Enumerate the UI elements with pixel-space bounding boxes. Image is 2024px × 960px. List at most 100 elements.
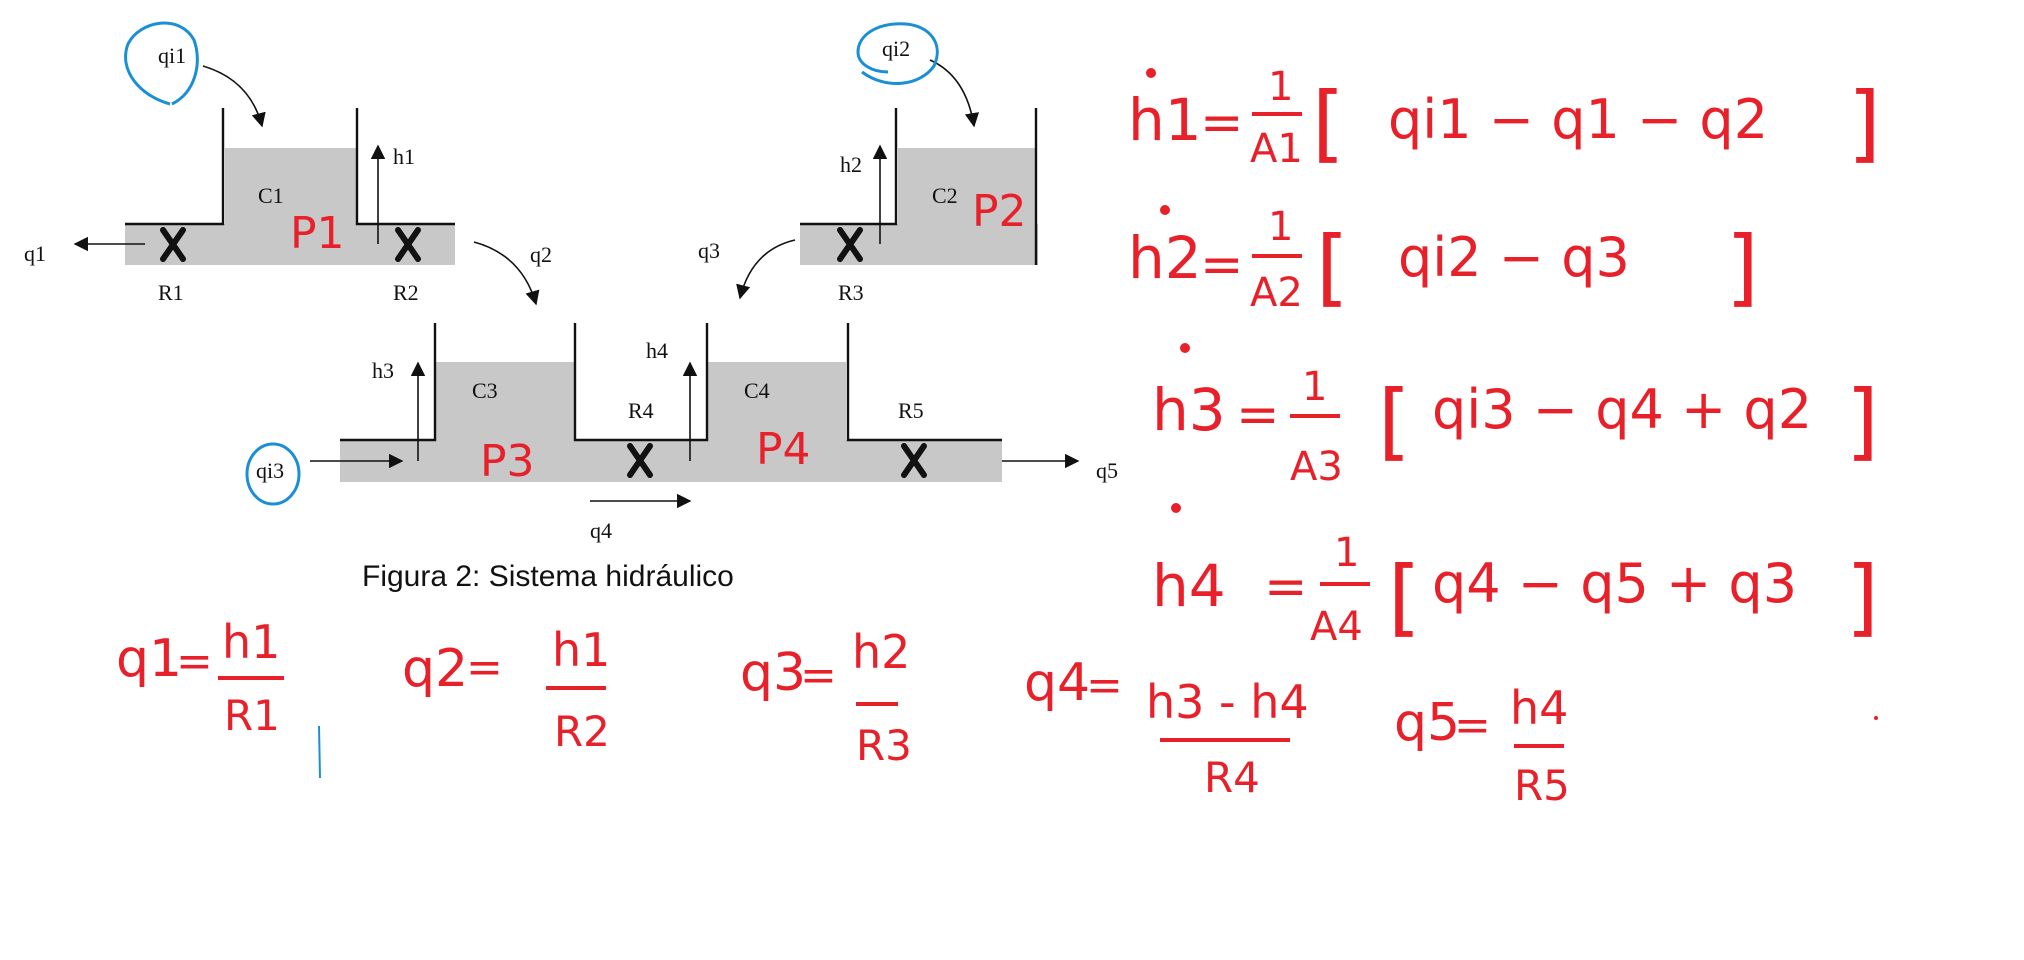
- eq4-den: A4: [1310, 604, 1363, 650]
- valve-r4: [627, 443, 653, 478]
- equation-4: h4 = 1 A4 [ q4 − q5 + q3 ]: [1152, 503, 1879, 650]
- arrow-q2: [473, 241, 540, 306]
- svg-text:=: =: [1200, 235, 1244, 295]
- equation-2: h2 = 1 A2 [ qi2 − q3 ]: [1128, 204, 1759, 316]
- tank-walls: [125, 108, 1038, 442]
- svg-text:=: =: [1264, 557, 1308, 617]
- label-h4: h4: [646, 338, 668, 363]
- tank-c4-water: [708, 362, 846, 442]
- stray-blue-mark: [318, 725, 321, 779]
- eq3-num: 1: [1302, 364, 1327, 410]
- svg-text:=: =: [176, 636, 213, 687]
- pressure-marks: P1 P2 P3 P4: [290, 186, 1027, 487]
- valve-r2: [395, 227, 421, 262]
- stray-dot: [1874, 716, 1878, 720]
- eq1-den: A1: [1250, 126, 1303, 172]
- label-qi1: qi1: [158, 43, 186, 68]
- svg-text:h4: h4: [1510, 681, 1568, 735]
- printed-labels: qi1 qi2 qi3 q1 q2 q3 q4 q5 C1 C2 C3 C4 h…: [24, 36, 1118, 543]
- water-fills: [125, 148, 1038, 482]
- label-q5: q5: [1096, 458, 1118, 483]
- eq2-den: A2: [1250, 270, 1303, 316]
- valves: [160, 227, 927, 478]
- valve-r3: [837, 227, 863, 262]
- svg-text:h1: h1: [222, 615, 280, 669]
- eq4-num: 1: [1334, 530, 1359, 576]
- label-h1: h1: [393, 144, 415, 169]
- label-r3: R3: [838, 280, 864, 305]
- svg-text:]: ]: [1846, 548, 1879, 646]
- relation-q3: q3 = h2 R3: [740, 625, 912, 770]
- label-q3: q3: [698, 238, 720, 263]
- svg-text:=: =: [466, 642, 503, 693]
- svg-text:R1: R1: [224, 691, 280, 740]
- arrow-qi2: [929, 59, 980, 128]
- label-r1: R1: [158, 280, 184, 305]
- svg-text:[: [: [1316, 218, 1349, 316]
- label-q2: q2: [530, 242, 552, 267]
- label-h3: h3: [372, 358, 394, 383]
- label-r2: R2: [393, 280, 419, 305]
- label-qi3: qi3: [256, 458, 284, 483]
- eq2-lhs: h2: [1128, 224, 1202, 292]
- flow-relations: q1 = h1 R1 q2 = h1 R2 q3 = h2 R3 q4 = h3…: [116, 615, 1878, 810]
- mark-p2: P2: [972, 186, 1027, 237]
- mark-p1: P1: [290, 208, 345, 259]
- svg-text:q3: q3: [740, 643, 806, 703]
- state-equations: h1 = 1 A1 [ qi1 − q1 − q2 ] h2 = 1 A2 [ …: [1128, 64, 1881, 650]
- tank-c3-water: [436, 362, 574, 442]
- blue-annotations: [124, 21, 939, 506]
- svg-text:=: =: [1200, 93, 1244, 153]
- mark-p4: P4: [756, 424, 811, 475]
- equation-3: h3 = 1 A3 [ qi3 − q4 + q2 ]: [1152, 343, 1879, 490]
- svg-text:q4: q4: [1024, 653, 1090, 713]
- svg-text:]: ]: [1848, 74, 1881, 172]
- label-c2: C2: [932, 183, 958, 208]
- diagram: qi1 qi2 qi3 q1 q2 q3 q4 q5 C1 C2 C3 C4 h…: [24, 21, 1118, 779]
- tank-c1-water: [225, 148, 357, 228]
- svg-text:=: =: [1086, 660, 1123, 711]
- tank-c2-water: [898, 148, 1036, 228]
- svg-text:h1: h1: [552, 623, 610, 677]
- relation-q2: q2 = h1 R2: [402, 623, 610, 756]
- circle-qi2: [856, 22, 939, 85]
- svg-text:=: =: [1236, 385, 1280, 445]
- svg-text:]: ]: [1846, 372, 1879, 470]
- svg-text:[: [: [1388, 548, 1421, 646]
- eq3-den: A3: [1290, 444, 1343, 490]
- svg-text:=: =: [800, 650, 837, 701]
- label-c4: C4: [744, 378, 770, 403]
- label-c1: C1: [258, 183, 284, 208]
- eq3-body: qi3 − q4 + q2: [1432, 378, 1812, 441]
- svg-text:h2: h2: [852, 625, 910, 679]
- label-r4: R4: [628, 398, 654, 423]
- svg-text:R2: R2: [554, 707, 610, 756]
- relation-q5: q5 = h4 R5: [1394, 681, 1570, 810]
- label-q1: q1: [24, 241, 46, 266]
- svg-text:[: [: [1312, 74, 1345, 172]
- eq2-body: qi2 − q3: [1398, 226, 1630, 289]
- valve-r1: [160, 227, 186, 262]
- eq2-num: 1: [1268, 204, 1293, 250]
- svg-text:q1: q1: [116, 629, 182, 689]
- eq3-lhs: h3: [1152, 376, 1226, 444]
- arrow-q3: [736, 239, 796, 300]
- eq1-body: qi1 − q1 − q2: [1388, 88, 1768, 151]
- mark-p3: P3: [480, 436, 535, 487]
- arrow-qi1: [202, 65, 266, 128]
- circle-qi1: [124, 21, 199, 106]
- svg-text:R4: R4: [1204, 753, 1260, 802]
- circle-qi3: [245, 442, 301, 506]
- label-c3: C3: [472, 378, 498, 403]
- eq1-num: 1: [1268, 64, 1293, 110]
- figure-caption: Figura 2: Sistema hidráulico: [362, 560, 734, 593]
- svg-text:R5: R5: [1514, 761, 1570, 810]
- equation-1: h1 = 1 A1 [ qi1 − q1 − q2 ]: [1128, 64, 1881, 172]
- svg-text:]: ]: [1726, 218, 1759, 316]
- label-q4: q4: [590, 518, 612, 543]
- svg-text:=: =: [1454, 700, 1491, 751]
- eq4-lhs: h4: [1152, 552, 1226, 620]
- valve-r5: [901, 443, 927, 478]
- svg-text:q5: q5: [1394, 693, 1460, 753]
